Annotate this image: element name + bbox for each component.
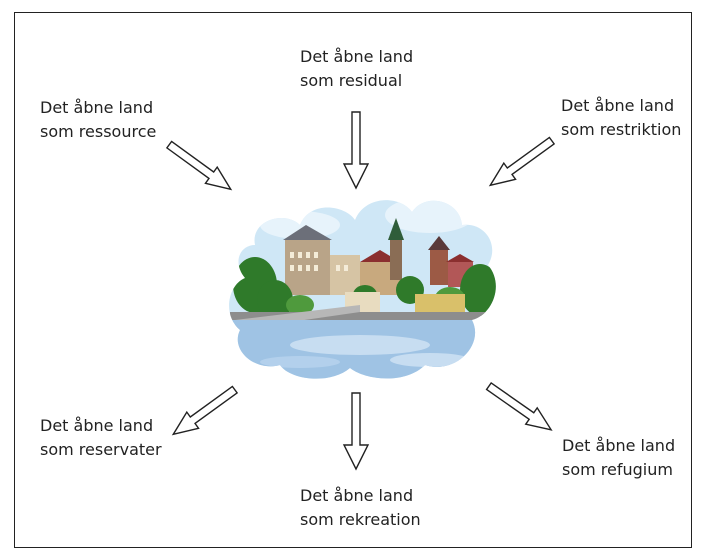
label-residual-line1: Det åbne land xyxy=(300,47,414,66)
label-refugium-line2: som refugium xyxy=(562,460,673,479)
label-ressource-line2: som ressource xyxy=(40,122,157,141)
label-reservater: Det åbne land som reservater xyxy=(40,414,162,462)
label-residual: Det åbne land som residual xyxy=(300,45,413,93)
label-restriktion-line1: Det åbne land xyxy=(561,96,675,115)
arrow-diagonal-bottom-left xyxy=(171,385,239,436)
label-ressource: Det åbne land som ressource xyxy=(40,96,156,144)
city-skyline-illustration xyxy=(229,200,496,379)
label-restriktion: Det åbne land som restriktion xyxy=(561,94,681,142)
arrow-diagonal-top-right xyxy=(488,136,556,187)
label-reservater-line1: Det åbne land xyxy=(40,416,154,435)
arrow-down-top xyxy=(342,111,370,190)
arrow-down-bottom xyxy=(342,392,370,471)
label-rekreation: Det åbne land som rekreation xyxy=(300,484,421,532)
label-refugium-line1: Det åbne land xyxy=(562,436,676,455)
arrow-diagonal-top-left xyxy=(165,140,233,191)
label-rekreation-line2: som rekreation xyxy=(300,510,421,529)
label-restriktion-line2: som restriktion xyxy=(561,120,682,139)
label-reservater-line2: som reservater xyxy=(40,440,162,459)
label-refugium: Det åbne land som refugium xyxy=(562,434,675,482)
label-residual-line2: som residual xyxy=(300,71,403,90)
label-rekreation-line1: Det åbne land xyxy=(300,486,414,505)
arrow-diagonal-bottom-right xyxy=(485,381,553,431)
label-ressource-line1: Det åbne land xyxy=(40,98,154,117)
